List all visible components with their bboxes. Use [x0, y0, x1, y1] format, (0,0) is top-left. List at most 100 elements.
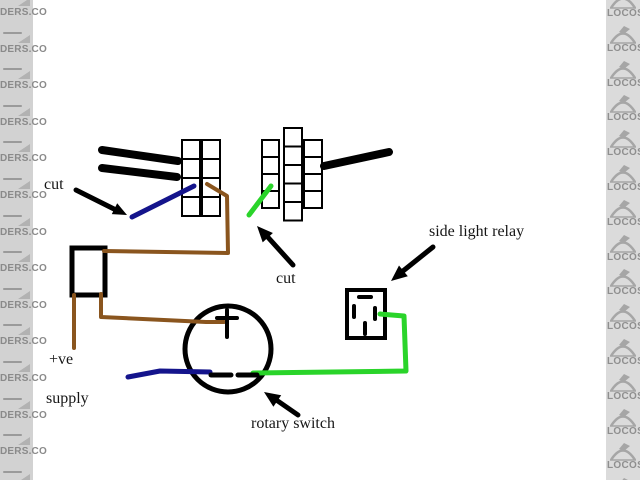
watermark-left-tile: DERS.CO	[0, 104, 47, 140]
watermark-dash	[3, 68, 22, 71]
watermark-strip-right: LOCOST LOCOST LOCOST LOCOST LOCOST LOCOST LOCO…	[606, 0, 640, 480]
watermark-dash	[3, 31, 22, 34]
watermark-dash	[3, 141, 22, 144]
watermark-left-tile: DERS.CO	[0, 140, 47, 176]
cut-middle-arrow	[257, 226, 296, 268]
cut-left-arrow-shaft	[73, 187, 119, 213]
navy-wire-cut-stub	[129, 183, 197, 220]
positive-supply-label-line2: supply	[46, 390, 89, 407]
watermark-left-text: DERS.CO	[0, 226, 47, 238]
watermark-left-text: DERS.CO	[0, 336, 47, 348]
watermark-right-tile: LOCOST	[606, 371, 640, 407]
watermark-logo-fragment-icon	[18, 254, 30, 263]
watermark-dash	[3, 178, 22, 180]
rotary-arrowhead	[264, 392, 282, 407]
locost-arch-car-logo-icon	[609, 165, 637, 183]
connector-cell	[201, 196, 221, 217]
watermark-logo-fragment-icon	[18, 473, 30, 480]
watermark-right-tile: LOCOST	[606, 23, 640, 59]
connector-cell	[283, 182, 303, 203]
connector-cell	[303, 190, 323, 209]
green-wire-cut-stub	[246, 183, 274, 218]
connector-cell	[283, 127, 303, 148]
locost-arch-car-logo-icon	[609, 60, 637, 79]
watermark-left-text: DERS.CO	[0, 153, 47, 165]
locost-arch-car-logo-icon	[609, 339, 637, 357]
watermark-right-text: LOCOST	[607, 147, 640, 159]
locost-arch-car-logo-icon	[609, 95, 637, 114]
locost-arch-car-logo-icon	[609, 0, 637, 9]
watermark-right-text: LOCOST	[607, 77, 640, 89]
watermark-right-tile: LOCOST	[606, 127, 640, 163]
watermark-right-text: LOCOST	[607, 42, 640, 54]
locost-arch-car-logo-icon	[609, 234, 637, 253]
locost-arch-car-logo-icon	[609, 373, 637, 392]
cut-left-label: cut	[44, 176, 64, 193]
relay-arrowhead	[391, 265, 408, 281]
side-light-relay-label: side light relay	[429, 223, 525, 240]
positive-supply-label-line1: +ve	[49, 351, 74, 368]
watermark-left-tile: DERS.CO	[0, 0, 47, 30]
cut-middle-arrowhead	[257, 226, 273, 243]
cut-left-arrowhead	[111, 203, 127, 215]
watermark-left-text: DERS.CO	[0, 299, 47, 311]
connector-cell	[303, 173, 323, 192]
watermark-right-text: LOCOST	[607, 286, 640, 298]
black-cable-right	[320, 148, 393, 170]
locost-arch-car-logo-icon	[609, 408, 637, 427]
watermark-right-text: LOCOST	[607, 460, 640, 472]
connector-cell	[201, 139, 221, 160]
watermark-logo-fragment-icon	[18, 327, 30, 336]
watermark-left-text: DERS.CO	[0, 263, 47, 275]
relay-arrow-shaft	[395, 244, 436, 278]
watermark-logo-fragment-icon	[18, 290, 30, 299]
locost-arch-car-logo-icon	[609, 25, 637, 44]
connector-cell	[283, 164, 303, 185]
watermark-dash	[3, 214, 22, 217]
watermark-left-tile: DERS.CO	[0, 67, 47, 103]
watermark-right-text: LOCOST	[607, 425, 640, 437]
cut-middle-label: cut	[276, 270, 296, 287]
watermark-right-tile: LOCOST	[606, 162, 640, 198]
rotary-switch-arrow	[264, 392, 301, 418]
watermark-right-tile: LOCOST	[606, 266, 640, 302]
watermark-logo-fragment-icon	[18, 217, 30, 226]
watermark-dash	[3, 470, 22, 473]
watermark-left-text: DERS.CO	[0, 409, 47, 421]
inline-box	[69, 245, 108, 298]
watermark-dash	[3, 397, 22, 400]
connector-cell	[181, 196, 201, 217]
connector-cell	[303, 139, 323, 158]
cut-left-arrow	[73, 187, 127, 215]
watermark-left-tile: DERS.CO	[0, 31, 47, 67]
black-cable-top-2	[98, 164, 181, 181]
watermark-left-tile: DERS.CO	[0, 287, 47, 323]
locost-arch-car-logo-icon	[609, 269, 637, 288]
locost-arch-car-logo-icon	[609, 304, 637, 322]
watermark-right-tile: LOCOST	[606, 232, 640, 268]
connector-cell	[303, 156, 323, 175]
watermark-right-tile: LOCOST	[606, 92, 640, 128]
watermark-dash	[3, 104, 22, 107]
watermark-dash	[3, 361, 22, 363]
watermark-right-text: LOCOST	[607, 216, 640, 228]
locost-arch-car-logo-icon	[609, 130, 637, 148]
watermark-left-text: DERS.CO	[0, 116, 47, 128]
watermark-left-tile: DERS.CO	[0, 177, 47, 213]
brown-wire-box-to-switch	[99, 292, 226, 324]
watermark-right-text: LOCOST	[607, 112, 640, 124]
connector-cell	[261, 156, 280, 175]
navy-wire-to-switch	[125, 368, 213, 380]
watermark-left-text: DERS.CO	[0, 80, 47, 92]
watermark-logo-fragment-icon	[18, 107, 30, 116]
rotary-switch-label: rotary switch	[251, 415, 335, 432]
connector-cell	[283, 145, 303, 166]
watermark-right-tile: LOCOST	[606, 58, 640, 94]
watermark-right-tile: LOCOST	[606, 197, 640, 233]
watermark-left-tile: DERS.CO	[0, 214, 47, 250]
black-cable-top-1	[98, 146, 182, 165]
watermark-left-text: DERS.CO	[0, 446, 47, 458]
